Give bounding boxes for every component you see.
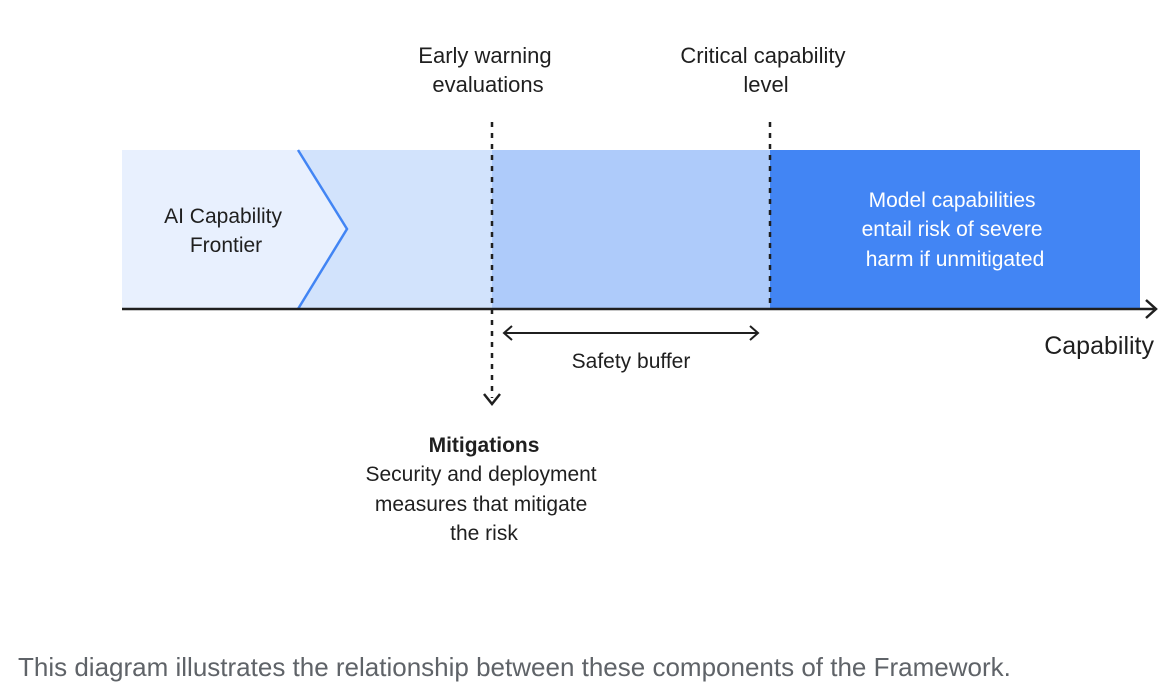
figure-caption: This diagram illustrates the relationshi… <box>18 652 1011 682</box>
model-risk-label: Model capabilities entail risk of severe… <box>862 189 1049 271</box>
safety-buffer-band <box>492 150 770 309</box>
capability-diagram: Early warning evaluations Critical capab… <box>122 43 1158 545</box>
mitigations-title: Mitigations <box>429 434 540 457</box>
mitigations-arrowhead <box>483 393 501 407</box>
early-warning-label: Early warning evaluations <box>418 43 557 97</box>
critical-level-label: Critical capability level <box>680 43 851 97</box>
frontier-band <box>122 150 347 309</box>
safety-buffer-label: Safety buffer <box>572 350 691 373</box>
frontier-label: AI Capability Frontier <box>164 205 288 257</box>
frontier-chevron <box>296 149 349 310</box>
risk-band <box>770 150 1140 309</box>
capability-axis-label: Capability <box>1044 332 1154 360</box>
safety-buffer-arrowhead-left <box>502 325 513 341</box>
mitigations-body: Security and deployment measures that mi… <box>366 463 603 545</box>
safety-buffer-arrowhead-right <box>749 325 760 341</box>
light-band <box>298 150 492 309</box>
axis-arrowhead <box>1145 299 1158 319</box>
